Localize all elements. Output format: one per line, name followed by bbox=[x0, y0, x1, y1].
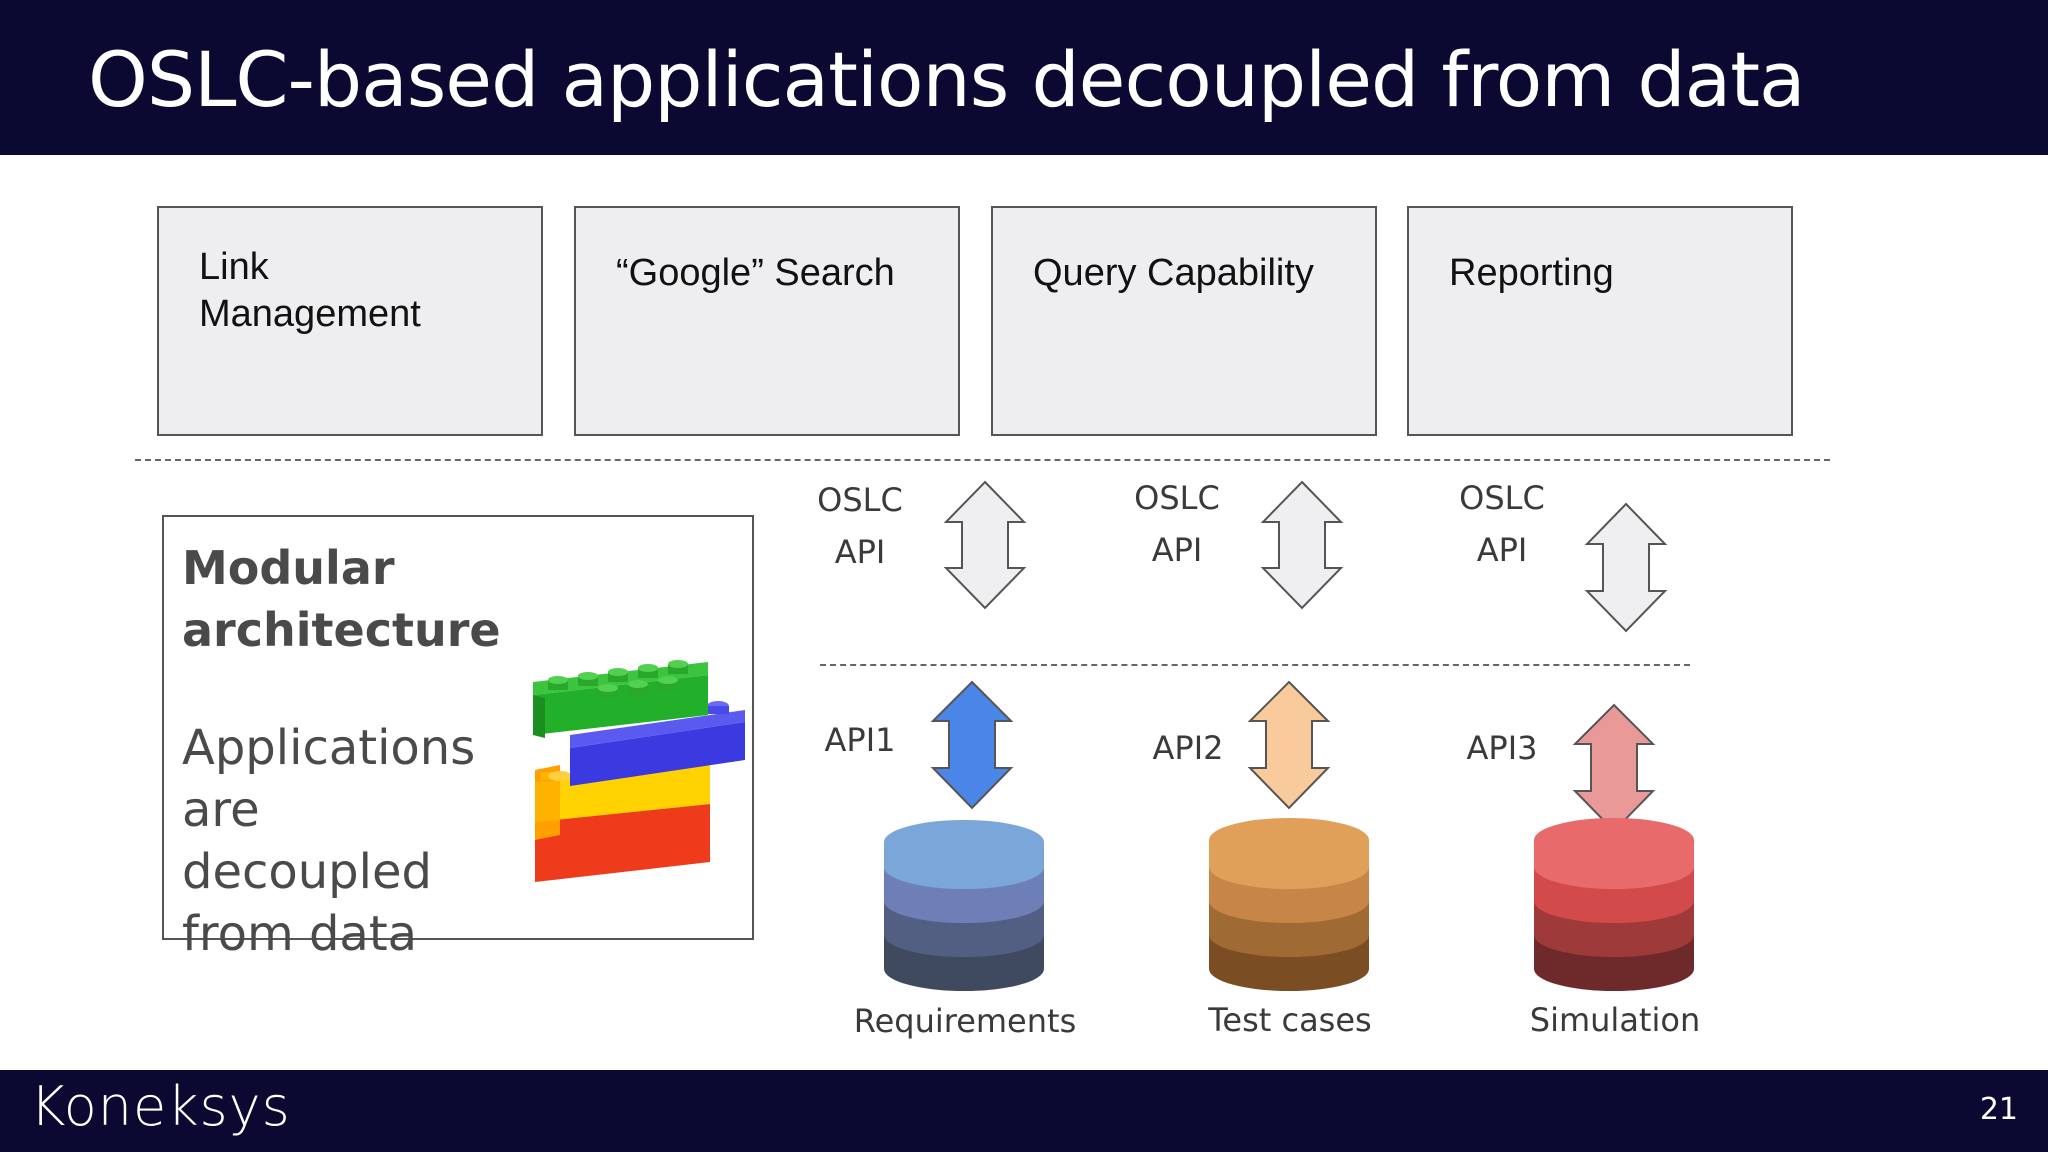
modular-desc-line1: Applications bbox=[182, 720, 476, 776]
page-number: 21 bbox=[1979, 1092, 2018, 1127]
oslc-label-line2: API bbox=[834, 533, 886, 571]
oslc-api-label-1: OSLC API bbox=[800, 480, 920, 572]
db-label-simulation: Simulation bbox=[1529, 1001, 1701, 1039]
oslc-label-line1: OSLC bbox=[817, 481, 903, 519]
oslc-api-label-2: OSLC API bbox=[1117, 478, 1237, 570]
modular-title-line1: Modular bbox=[182, 541, 395, 595]
oslc-arrow-3 bbox=[1584, 502, 1668, 633]
app-box-google-search: “Google” Search bbox=[574, 206, 960, 436]
app-box-reporting: Reporting bbox=[1407, 206, 1793, 436]
api2-label: API2 bbox=[1152, 729, 1224, 767]
app-label-line1: Link bbox=[199, 246, 269, 288]
app-label: “Google” Search bbox=[616, 252, 895, 294]
footer-bar: Koneksys 21 bbox=[0, 1070, 2048, 1152]
oslc-label-line2: API bbox=[1151, 531, 1203, 569]
oslc-api-label-3: OSLC API bbox=[1442, 478, 1562, 570]
api3-arrow bbox=[1572, 703, 1656, 833]
db-label-test-cases: Test cases bbox=[1208, 1001, 1372, 1039]
slide-title: OSLC-based applications decoupled from d… bbox=[88, 35, 1806, 124]
app-box-query-capability: Query Capability bbox=[991, 206, 1377, 436]
api1-label: API1 bbox=[824, 721, 896, 759]
modular-description: Applications are decoupled from data bbox=[182, 717, 522, 965]
oslc-layer-separator bbox=[820, 664, 1690, 666]
api2-arrow bbox=[1247, 680, 1331, 810]
db-label-requirements: Requirements bbox=[853, 1002, 1077, 1040]
simulation-database-icon bbox=[1534, 818, 1694, 991]
brand-logo: Koneksys bbox=[30, 1075, 291, 1138]
lego-bricks-icon bbox=[533, 660, 745, 882]
modular-title-line2: architecture bbox=[182, 603, 501, 657]
requirements-database-icon bbox=[884, 820, 1044, 991]
app-layer-separator bbox=[135, 459, 1830, 461]
app-label: Query Capability bbox=[1033, 252, 1314, 294]
test-cases-database-icon bbox=[1209, 818, 1369, 991]
modular-architecture-box: Modular architecture Applications are de… bbox=[162, 515, 754, 962]
oslc-label-line1: OSLC bbox=[1134, 479, 1220, 517]
app-label-line2: Management bbox=[199, 293, 421, 335]
modular-desc-line2: are decoupled bbox=[182, 782, 432, 900]
modular-desc-line3: from data bbox=[182, 906, 418, 962]
oslc-label-line1: OSLC bbox=[1459, 479, 1545, 517]
api3-label: API3 bbox=[1466, 729, 1538, 767]
oslc-label-line2: API bbox=[1476, 531, 1528, 569]
modular-title: Modular architecture bbox=[182, 537, 512, 661]
title-bar: OSLC-based applications decoupled from d… bbox=[0, 0, 2048, 155]
oslc-arrow-1 bbox=[943, 480, 1027, 610]
app-label: Reporting bbox=[1449, 252, 1614, 294]
oslc-arrow-2 bbox=[1260, 480, 1344, 610]
app-box-link-management: Link Management bbox=[157, 206, 543, 436]
api1-arrow bbox=[930, 680, 1014, 810]
